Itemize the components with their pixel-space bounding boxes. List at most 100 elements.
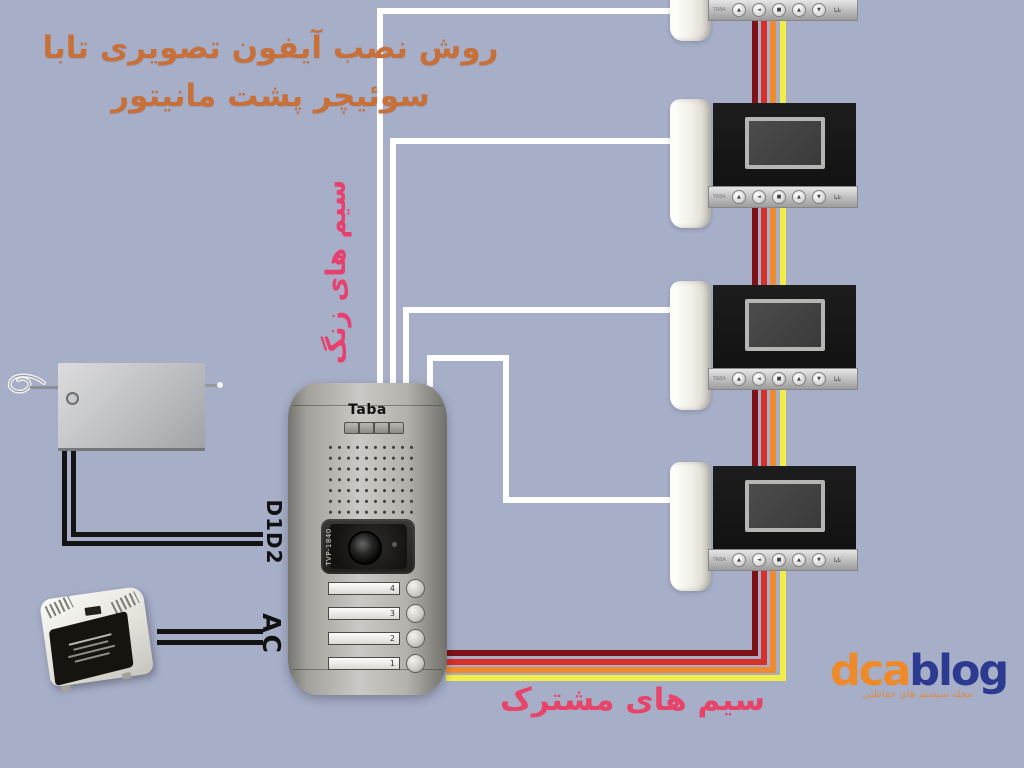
- dcablog-wordmark: dcablog: [830, 650, 1009, 693]
- psu-foot: [121, 671, 132, 680]
- monitor-handset: [670, 281, 711, 410]
- lock-pin-tip: [217, 382, 223, 388]
- monitor-screen: [745, 117, 825, 169]
- indoor-monitor-2: TABA ▲ ◄ ■ ▲ ▼ تابا: [670, 99, 860, 231]
- monitor-unlock-button-icon: ▲: [791, 372, 806, 386]
- bell-wire-2-vertical: [390, 138, 396, 384]
- monitor-handset: [670, 99, 711, 228]
- unit-number: 1: [389, 659, 395, 668]
- electric-door-lock: [0, 355, 230, 455]
- monitor-talk-button-icon: ◄: [751, 553, 766, 567]
- camera-lens-icon: [348, 531, 382, 565]
- lock-left-rod: [30, 386, 60, 389]
- monitor-talk-button-icon: ◄: [751, 372, 766, 386]
- panel-button-row: 1: [328, 654, 428, 673]
- monitor-monitor-button-icon: ■: [771, 3, 786, 17]
- monitor-down-button-icon: ▼: [811, 3, 826, 17]
- lock-hook-icon: [7, 373, 46, 394]
- title-line-2: سوئیچر پشت مانیتور: [111, 78, 430, 115]
- ac-wire-bottom: [157, 640, 263, 645]
- ac-label: AC: [257, 613, 286, 655]
- title-line-1: روش نصب آیفون تصویری تابا: [42, 30, 499, 66]
- name-window: [375, 423, 388, 433]
- bell-wire-1-vertical: [377, 8, 383, 384]
- monitor-handset: [670, 462, 711, 591]
- name-plate: 4: [328, 582, 400, 595]
- monitor-up-button-icon: ▲: [731, 190, 746, 204]
- call-button: [406, 654, 425, 673]
- name-window: [360, 423, 373, 433]
- monitor-button-bar: TABA ▲ ◄ ■ ▲ ▼ تابا: [708, 368, 858, 390]
- monitor-button-bar: TABA ▲ ◄ ■ ▲ ▼ تابا: [708, 0, 858, 21]
- lock-ring-icon: [66, 392, 79, 405]
- monitor-screen: [745, 299, 825, 351]
- psu-body: [39, 585, 155, 692]
- monitor-brand-label: تابا: [833, 556, 841, 564]
- panel-brand: Taba: [348, 402, 387, 418]
- monitor-screen: [745, 480, 825, 532]
- name-window: [390, 423, 403, 433]
- lock-wire-d1-vertical: [71, 440, 76, 537]
- psu-foot: [61, 684, 71, 692]
- monitor-down-button-icon: ▼: [811, 190, 826, 204]
- bell-wire-2-horizontal: [390, 138, 678, 144]
- monitor-unlock-button-icon: ▲: [791, 190, 806, 204]
- bell-wire-1-horizontal: [377, 8, 688, 14]
- bell-wire-4-vertical-a: [427, 355, 433, 387]
- lock-wire-d1-horizontal: [71, 532, 263, 537]
- name-plate: 1: [328, 657, 400, 670]
- lock-body: [58, 363, 205, 451]
- name-window: [345, 423, 358, 433]
- bell-wire-4-vertical-b: [503, 355, 509, 503]
- monitor-handset: [670, 0, 711, 41]
- monitor-button-bar: TABA ▲ ◄ ■ ▲ ▼ تابا: [708, 186, 858, 208]
- unit-number: 4: [389, 584, 395, 593]
- panel-button-row: 4: [328, 579, 428, 598]
- monitor-brand-label: تابا: [833, 6, 841, 14]
- lock-wire-d2-vertical: [62, 440, 67, 546]
- wire-yellow-horizontal: [446, 675, 786, 681]
- indoor-monitor-3: TABA ▲ ◄ ■ ▲ ▼ تابا: [670, 281, 860, 413]
- psu-vent-icon: [44, 595, 74, 619]
- ac-wire-top: [157, 629, 263, 634]
- panel-button-row: 3: [328, 604, 428, 623]
- bell-wire-4-horizontal-b: [503, 497, 678, 503]
- monitor-talk-button-icon: ◄: [751, 3, 766, 17]
- monitor-body: [713, 285, 856, 368]
- wire-darkred-horizontal: [446, 650, 758, 656]
- monitor-unlock-button-icon: ▲: [791, 3, 806, 17]
- monitor-body: [713, 103, 856, 186]
- monitor-small-label: TABA: [713, 7, 726, 13]
- monitor-small-label: TABA: [713, 557, 726, 563]
- monitor-down-button-icon: ▼: [811, 372, 826, 386]
- psu-logo-badge: [84, 605, 102, 616]
- monitor-body: [713, 466, 856, 549]
- indoor-monitor-4: TABA ▲ ◄ ■ ▲ ▼ تابا: [670, 462, 860, 594]
- monitor-up-button-icon: ▲: [731, 372, 746, 386]
- bell-wires-label: سیم های زنگ: [321, 179, 352, 365]
- call-button: [406, 604, 425, 623]
- indoor-monitor-1: TABA ▲ ◄ ■ ▲ ▼ تابا: [670, 0, 860, 44]
- monitor-monitor-button-icon: ■: [771, 372, 786, 386]
- monitor-unlock-button-icon: ▲: [791, 553, 806, 567]
- panel-name-windows: [344, 422, 404, 434]
- panel-camera: TVP-1840: [321, 519, 415, 574]
- panel-top-seam: [293, 405, 442, 406]
- bell-wire-3-horizontal: [403, 307, 678, 313]
- name-plate: 2: [328, 632, 400, 645]
- d1d2-label: D1D2: [262, 499, 286, 565]
- camera-led-icon: [392, 542, 397, 547]
- monitor-up-button-icon: ▲: [731, 553, 746, 567]
- dcablog-logo: dcablog مجله سیستم های حفاظتی: [830, 650, 1009, 701]
- monitor-up-button-icon: ▲: [731, 3, 746, 17]
- call-button: [406, 579, 425, 598]
- lock-wire-d2-horizontal: [62, 541, 263, 546]
- power-supply-transformer: [38, 581, 163, 698]
- panel-button-row: 2: [328, 629, 428, 648]
- wire-orange-horizontal: [446, 667, 776, 673]
- unit-number: 2: [389, 634, 395, 643]
- monitor-down-button-icon: ▼: [811, 553, 826, 567]
- bell-wire-4-horizontal-a: [427, 355, 509, 361]
- monitor-monitor-button-icon: ■: [771, 553, 786, 567]
